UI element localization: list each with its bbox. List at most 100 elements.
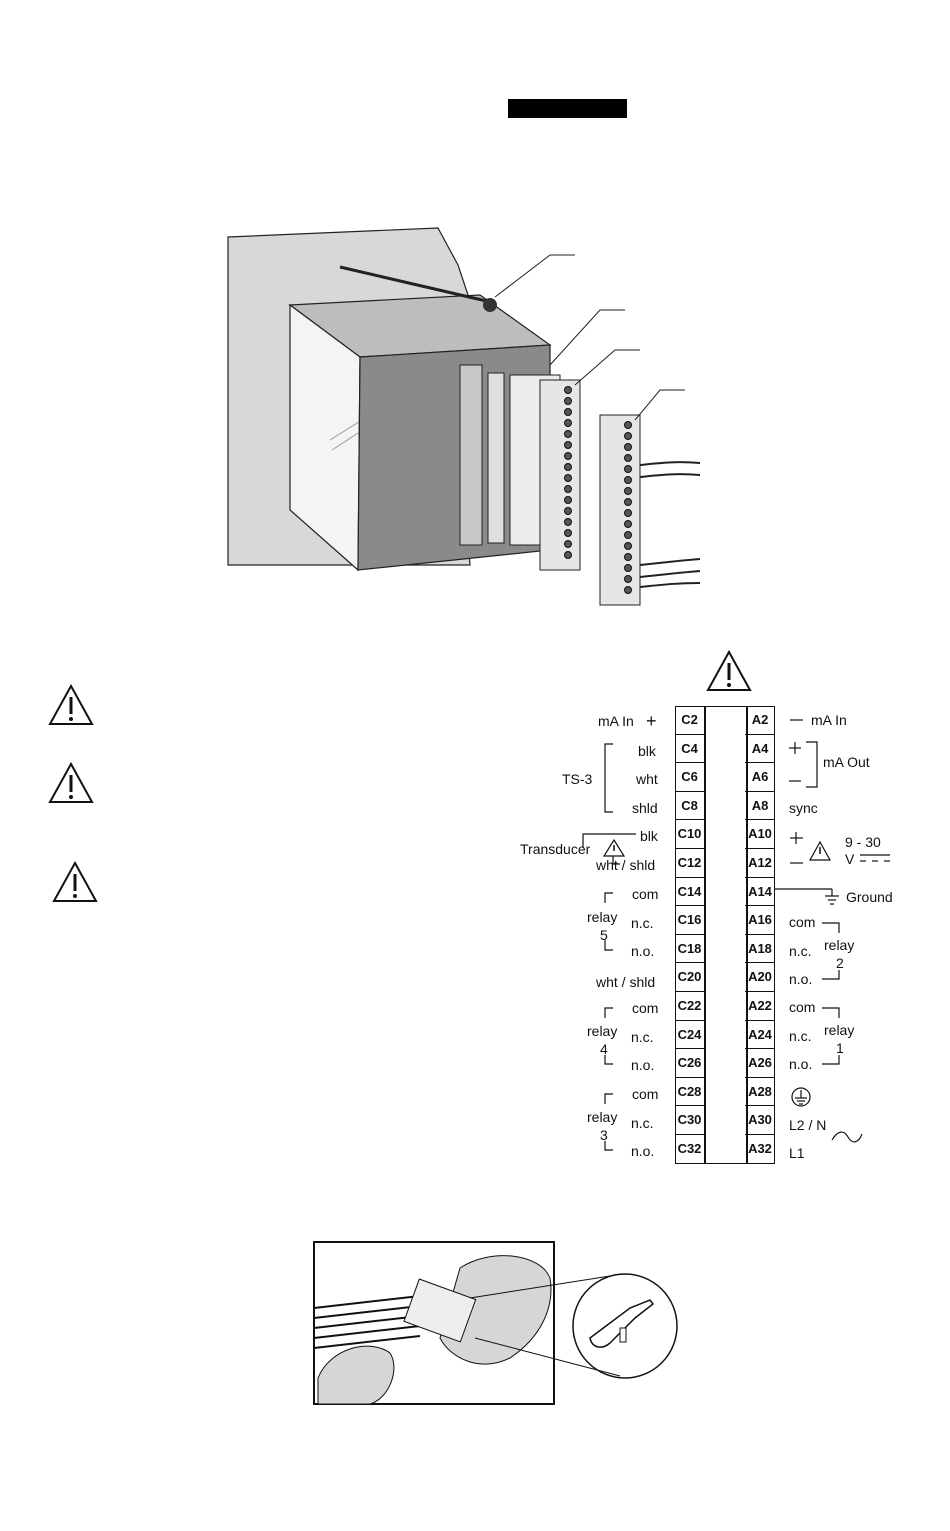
terminal-cell-c22: C22 <box>675 992 704 1021</box>
label-relay: relay <box>587 1023 618 1039</box>
terminal-cell-a32: A32 <box>745 1135 775 1164</box>
label-ma-in-minus: mA In <box>811 712 847 728</box>
connector-pin <box>564 540 572 548</box>
terminal-cell-a24: A24 <box>745 1021 775 1050</box>
terminal-cell-a26: A26 <box>745 1049 775 1078</box>
connector-pin <box>564 551 572 559</box>
label-ma-in-plus: mA In <box>598 713 634 729</box>
connector-pin <box>624 553 632 561</box>
connector-pin <box>624 454 632 462</box>
connector-pin <box>624 531 632 539</box>
label-com: com <box>632 1086 659 1102</box>
terminal-cell-c4: C4 <box>675 735 704 764</box>
label-no: n.o. <box>631 943 655 959</box>
label-ma-out: mA Out <box>823 754 870 770</box>
label-relay: relay <box>587 1109 618 1125</box>
connector-pin <box>564 463 572 471</box>
terminal-cell-a14: A14 <box>745 878 775 907</box>
label-relay: relay <box>587 909 618 925</box>
terminal-cell-c20: C20 <box>675 963 704 992</box>
label-no: n.o. <box>631 1057 655 1073</box>
terminal-cell-c2: C2 <box>675 706 704 735</box>
connector-pin <box>564 496 572 504</box>
connector-pin <box>624 476 632 484</box>
terminal-cell-c24: C24 <box>675 1021 704 1050</box>
label-no: n.o. <box>789 1056 813 1072</box>
label-nc: n.c. <box>789 1028 812 1044</box>
label-l2n: L2 / N <box>789 1117 827 1133</box>
terminal-divider-left <box>704 707 706 1163</box>
label-relay-number: 4 <box>600 1041 608 1057</box>
connector-pin <box>624 487 632 495</box>
label-com: com <box>789 999 816 1015</box>
wiring-brackets <box>582 719 890 1151</box>
connector-pin <box>564 397 572 405</box>
label-wht: wht <box>636 771 658 787</box>
label-shld: shld <box>632 800 658 816</box>
label-com: com <box>632 1000 659 1016</box>
terminal-cell-c8: C8 <box>675 792 704 821</box>
warning-icon <box>48 762 94 803</box>
label-relay: relay <box>824 1022 855 1038</box>
terminal-cell-a12: A12 <box>745 849 775 878</box>
label-relay: relay <box>824 937 855 953</box>
terminal-cell-a30: A30 <box>745 1106 775 1135</box>
terminal-cell-c32: C32 <box>675 1135 704 1164</box>
label-relay-number: 1 <box>836 1040 844 1056</box>
instrument-rear-illustration <box>227 227 700 606</box>
label-relay-number: 3 <box>600 1127 608 1143</box>
label-nc: n.c. <box>631 1029 654 1045</box>
terminal-cell-c16: C16 <box>675 906 704 935</box>
terminal-cell-c6: C6 <box>675 763 704 792</box>
terminal-cell-a20: A20 <box>745 963 775 992</box>
terminal-cell-a6: A6 <box>745 763 775 792</box>
connector-pin <box>564 452 572 460</box>
label-nc: n.c. <box>789 943 812 959</box>
terminal-cell-a28: A28 <box>745 1078 775 1107</box>
label-wht-shld: wht / shld <box>596 857 656 873</box>
connector-pin <box>564 518 572 526</box>
label-wht-shld: wht / shld <box>596 974 656 990</box>
label-nc: n.c. <box>631 1115 654 1131</box>
terminal-cell-c12: C12 <box>675 849 704 878</box>
label-relay-number: 5 <box>600 927 608 943</box>
redacted-bar <box>508 99 627 118</box>
terminal-cell-c10: C10 <box>675 820 704 849</box>
plus-sign: + <box>646 711 657 731</box>
connector-pin <box>564 485 572 493</box>
connector-pin <box>624 432 632 440</box>
label-blk-2: blk <box>640 828 658 844</box>
connector-pin <box>564 419 572 427</box>
label-com: com <box>789 914 816 930</box>
label-no: n.o. <box>789 971 813 987</box>
connector-pin <box>624 520 632 528</box>
label-relay-number: 2 <box>836 955 844 971</box>
connector-pin <box>624 465 632 473</box>
label-com: com <box>632 886 659 902</box>
label-nc: n.c. <box>631 915 654 931</box>
terminal-cell-a16: A16 <box>745 906 775 935</box>
connector-pin <box>624 564 632 572</box>
connector-pin <box>564 529 572 537</box>
connector-pin <box>564 430 572 438</box>
connector-pin <box>624 575 632 583</box>
label-l1: L1 <box>789 1145 805 1161</box>
connector-removal-illustration <box>313 1241 678 1405</box>
label-volt-range: 9 - 30 <box>845 834 881 850</box>
terminal-cell-c28: C28 <box>675 1078 704 1107</box>
terminal-block <box>675 706 775 1164</box>
warning-icon <box>706 650 752 691</box>
connector-pin <box>624 509 632 517</box>
terminal-cell-c30: C30 <box>675 1106 704 1135</box>
terminal-cell-c18: C18 <box>675 935 704 964</box>
terminal-cell-a4: A4 <box>745 735 775 764</box>
connector-pin <box>564 408 572 416</box>
terminal-cell-a18: A18 <box>745 935 775 964</box>
connector-pin <box>624 443 632 451</box>
warning-icon <box>48 684 94 725</box>
terminal-cell-a22: A22 <box>745 992 775 1021</box>
connector-pin <box>564 474 572 482</box>
terminal-cell-c14: C14 <box>675 878 704 907</box>
connector-pin <box>564 507 572 515</box>
terminal-cell-a8: A8 <box>745 792 775 821</box>
